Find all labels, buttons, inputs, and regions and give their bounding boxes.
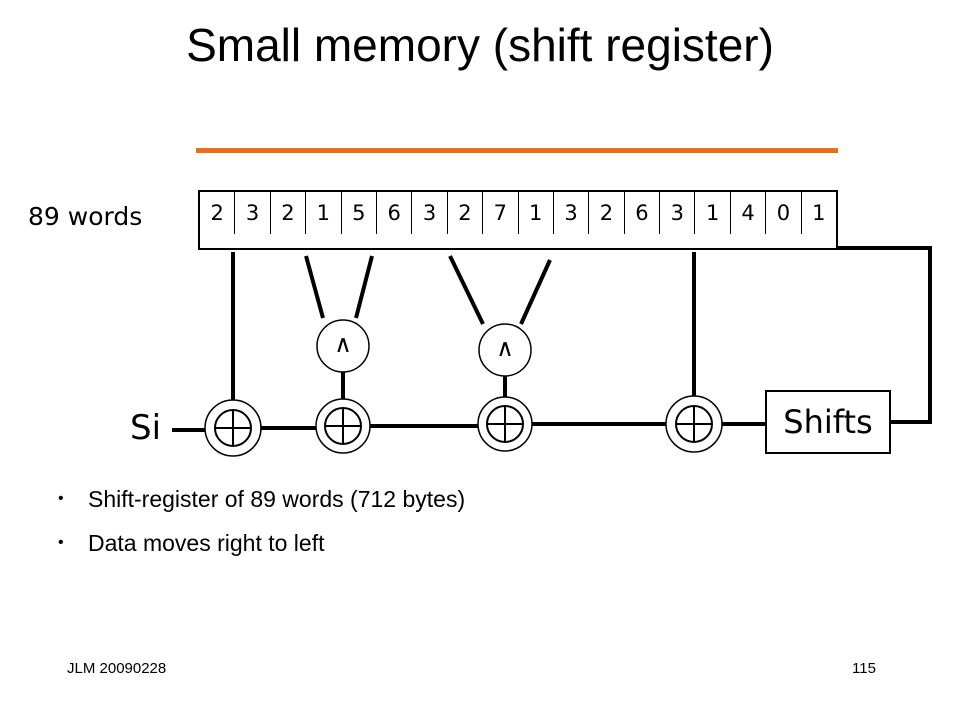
register-cell: 0: [766, 192, 802, 234]
bullet-item: Data moves right to left: [56, 524, 465, 568]
shifts-box: Shifts: [765, 390, 891, 454]
and-symbol: ∧: [334, 330, 352, 358]
register-cell: 1: [812, 201, 826, 225]
xor-gate: [315, 398, 371, 454]
shift-register: 2 3 2 1 5 6 3 2 7 1 3 2 6 3 1 4 0 1: [198, 190, 838, 250]
register-cell: 5: [342, 192, 377, 234]
register-cell: 4: [731, 192, 767, 234]
tap-wire: [304, 255, 325, 319]
input-label: Si: [130, 408, 162, 448]
register-cell: 2: [589, 192, 625, 234]
register-cell: 1: [519, 192, 554, 234]
register-cell: 3: [660, 192, 696, 234]
feedback-wire: [838, 246, 932, 424]
register-cell: 6: [377, 192, 413, 234]
tap-wire: [448, 255, 485, 325]
register-cell: 7: [483, 192, 519, 234]
tap-wire: [354, 255, 374, 319]
bullet-list: Shift-register of 89 words (712 bytes) D…: [56, 480, 465, 568]
footer-author-date: JLM 20090228: [67, 660, 167, 677]
register-cell: 2: [448, 192, 484, 234]
register-cell: 3: [412, 192, 448, 234]
register-cell: 2: [200, 192, 236, 234]
bullet-item: Shift-register of 89 words (712 bytes): [56, 480, 465, 524]
register-cell: 1: [695, 192, 731, 234]
tap-wire: [519, 259, 552, 325]
register-cell: 2: [271, 192, 307, 234]
accent-rule: [196, 148, 838, 153]
and-symbol: ∧: [496, 334, 514, 362]
slide-title: Small memory (shift register): [186, 19, 774, 71]
register-cell: 3: [554, 192, 590, 234]
slide-number: 115: [852, 660, 876, 677]
and-gate: [478, 323, 532, 377]
xor-gate: [204, 399, 262, 457]
xor-gate: [665, 395, 723, 453]
register-cell: 6: [625, 192, 661, 234]
register-cell: 1: [306, 192, 342, 234]
and-gate: [316, 319, 370, 373]
register-cell: 3: [235, 192, 271, 234]
xor-gate: [477, 396, 533, 452]
words-label: 89 words: [28, 202, 143, 231]
